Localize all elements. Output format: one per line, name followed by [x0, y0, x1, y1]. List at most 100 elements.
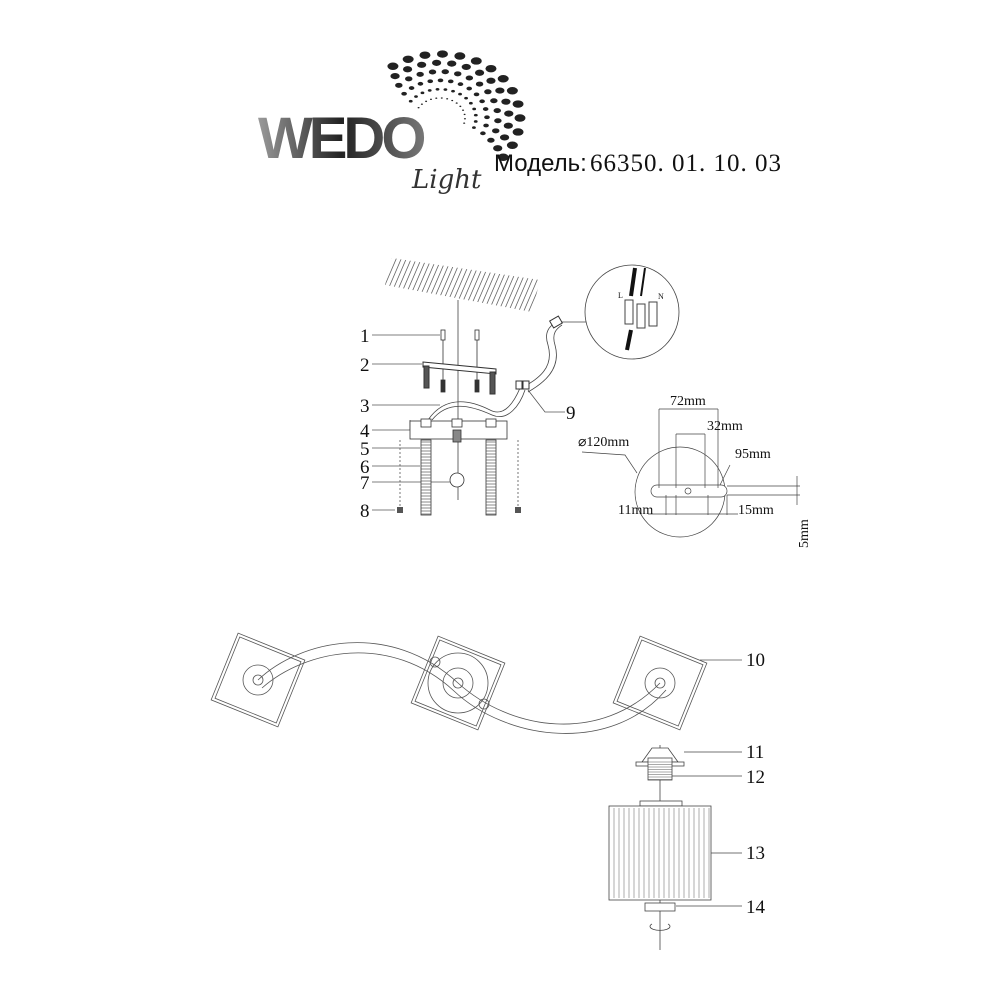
logo-dot [455, 102, 458, 104]
dim-11mm: 11mm [618, 503, 653, 518]
logo-dot [447, 79, 454, 84]
logo-dot [420, 91, 425, 95]
logo-dot [427, 79, 434, 84]
hatch-line [474, 258, 506, 312]
logo-dot [436, 50, 448, 58]
logo-dot [451, 89, 455, 93]
logo-dot [497, 75, 509, 83]
hatch-line [385, 258, 416, 312]
brand-logo: WEDO Light [258, 50, 526, 195]
logo-dot [440, 97, 443, 99]
mounting-bracket [422, 361, 497, 395]
hatch-line [479, 258, 511, 312]
callout-leaders [372, 334, 565, 511]
logo-dot [495, 87, 505, 94]
hatch-line [504, 258, 536, 312]
logo-dot [441, 69, 449, 75]
hatch-line [419, 258, 451, 312]
terminal-block [515, 315, 564, 390]
ceiling-hatch [385, 250, 585, 320]
logo-dot [487, 137, 495, 143]
dim-diameter-120mm: ⌀120mm [578, 435, 629, 450]
logo-dot [486, 77, 496, 84]
callout-6: 6 [360, 457, 370, 478]
logo-dot [483, 123, 489, 128]
callout-12: 12 [746, 767, 765, 788]
hatch-line [539, 258, 540, 312]
logo-dot [474, 69, 485, 76]
threaded-rod [485, 439, 497, 516]
logo-dot [435, 87, 440, 91]
logo-dot [451, 99, 454, 102]
logo-dot [464, 96, 468, 100]
logo-dot [472, 126, 476, 129]
logo-dot [512, 128, 524, 136]
hatch-line [464, 258, 496, 312]
callout-14: 14 [746, 897, 766, 918]
dim-15mm: 15mm [738, 503, 774, 518]
logo-dot [437, 78, 444, 83]
logo-dot [504, 110, 514, 117]
side-screws [399, 440, 519, 508]
logo-dot [466, 86, 473, 91]
model-label: Модель: [494, 150, 587, 177]
hatch-line [424, 258, 456, 312]
logo-dot [402, 66, 413, 73]
logo-dot [429, 98, 432, 101]
threaded-rods [420, 439, 497, 516]
dim-32mm: 32mm [707, 419, 743, 434]
logo-dot [506, 87, 518, 95]
callout-5: 5 [360, 439, 370, 460]
hatch-line [550, 250, 580, 320]
logo-dot [499, 134, 510, 141]
hatch-line [545, 250, 575, 320]
logo-dot [454, 71, 462, 77]
hatch-line [514, 258, 540, 312]
logo-dot [447, 60, 457, 67]
logo-dot [427, 89, 432, 92]
hatch-line [484, 258, 516, 312]
logo-dot [461, 63, 471, 71]
hatch-line [385, 258, 391, 312]
logo-dot [443, 88, 448, 91]
hatch-line [449, 258, 481, 312]
logo-dot [462, 109, 465, 111]
hatch-line [439, 258, 471, 312]
wires [427, 321, 563, 421]
bracket-dimensions [581, 408, 800, 538]
logo-dot [480, 131, 486, 136]
wire-label-live: L [618, 291, 623, 300]
logo-dot [446, 98, 449, 100]
logo-dot [465, 75, 474, 81]
hatch-line [534, 258, 540, 312]
arm-assembly [210, 632, 742, 734]
logo-dot [457, 82, 464, 87]
logo-dot [479, 99, 485, 104]
logo-dot [417, 106, 420, 109]
hatch-line [555, 250, 585, 320]
logo-dot [473, 113, 478, 117]
hatch-line [434, 258, 466, 312]
logo-dot [416, 71, 424, 77]
hatch-line [404, 258, 436, 312]
hatch-line [499, 258, 531, 312]
logo-dot [493, 108, 501, 114]
logo-dot-swirl [387, 50, 526, 161]
logo-dot [475, 81, 484, 87]
callout-2: 2 [360, 355, 370, 376]
decorative-nut [449, 472, 465, 488]
logo-dot [490, 98, 498, 104]
logo-dot [459, 105, 462, 108]
logo-dot [395, 82, 403, 88]
logo-dot [473, 92, 480, 97]
logo-dot [417, 61, 427, 68]
logo-dot [497, 153, 509, 161]
hatch-line [385, 258, 406, 312]
logo-wordmark: WEDO [258, 106, 424, 171]
hatch-line [529, 258, 540, 312]
logo-dot [414, 95, 418, 98]
logo-script: Light [411, 165, 482, 195]
hatch-line [409, 258, 441, 312]
dim-5mm: 5mm [797, 519, 812, 548]
logo-dot [401, 91, 407, 96]
